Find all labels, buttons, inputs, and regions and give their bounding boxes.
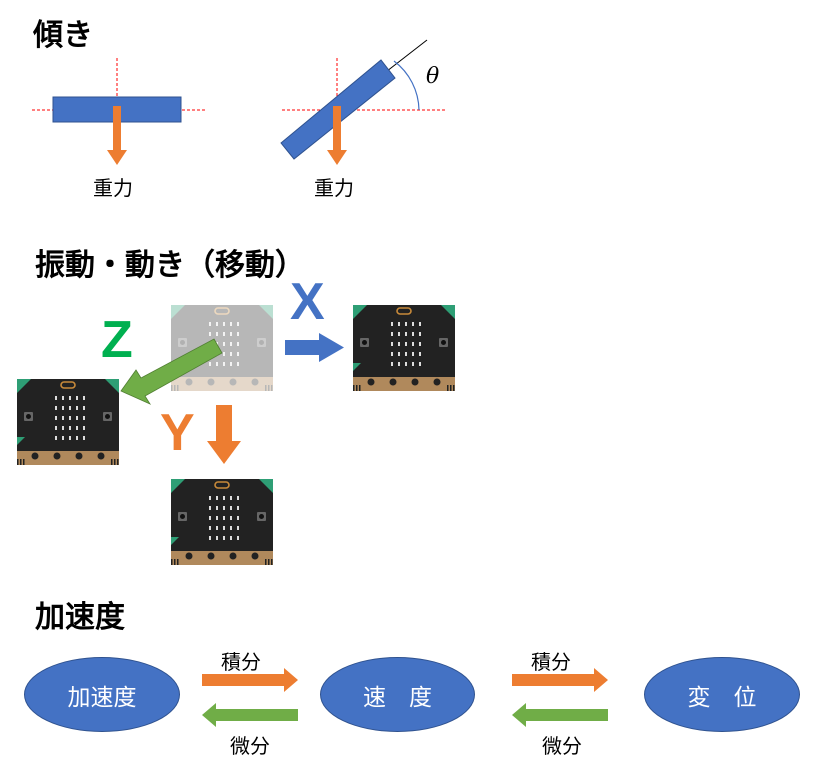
arrow-down-icon [207, 405, 241, 464]
arrow-right-icon [285, 333, 344, 362]
microbit-moved-z [16, 378, 120, 466]
node-velocity-label: 速 度 [363, 684, 432, 711]
arrow-left-icon [120, 338, 223, 405]
node-displacement: 変 位 [644, 657, 800, 732]
node-acceleration-label: 加速度 [67, 684, 137, 711]
node-velocity: 速 度 [320, 657, 475, 732]
differentiate-arrow-1 [202, 703, 298, 727]
angle-arc [393, 60, 420, 111]
heading-tilt: 傾き [33, 18, 93, 53]
motion-figure [16, 304, 456, 566]
angle-theta-label: θ [426, 64, 440, 89]
gravity-arrow-right [327, 106, 347, 165]
microbit-origin-faded [170, 304, 274, 392]
node-displacement-label: 変 位 [687, 684, 757, 711]
axis-x-label: X [290, 273, 325, 331]
node-acceleration: 加速度 [24, 657, 180, 732]
integrate-label-2: 積分 [531, 650, 571, 674]
differentiate-arrow-2 [512, 703, 608, 727]
gravity-label-right: 重力 [314, 176, 354, 200]
heading-acceleration: 加速度 [35, 600, 125, 635]
microbit-moved-y [170, 478, 274, 566]
microbit-moved-x [352, 304, 456, 392]
axis-z-label: Z [101, 311, 133, 369]
differentiate-label-2: 微分 [542, 734, 582, 758]
differentiate-label-1: 微分 [230, 734, 270, 758]
tilt-figure [32, 39, 446, 165]
gravity-arrow-left [107, 106, 127, 165]
gravity-label-left: 重力 [93, 176, 133, 200]
axis-y-label: Y [160, 404, 195, 462]
heading-vibration: 振動・動き（移動） [35, 248, 305, 283]
integrate-label-1: 積分 [221, 650, 261, 674]
